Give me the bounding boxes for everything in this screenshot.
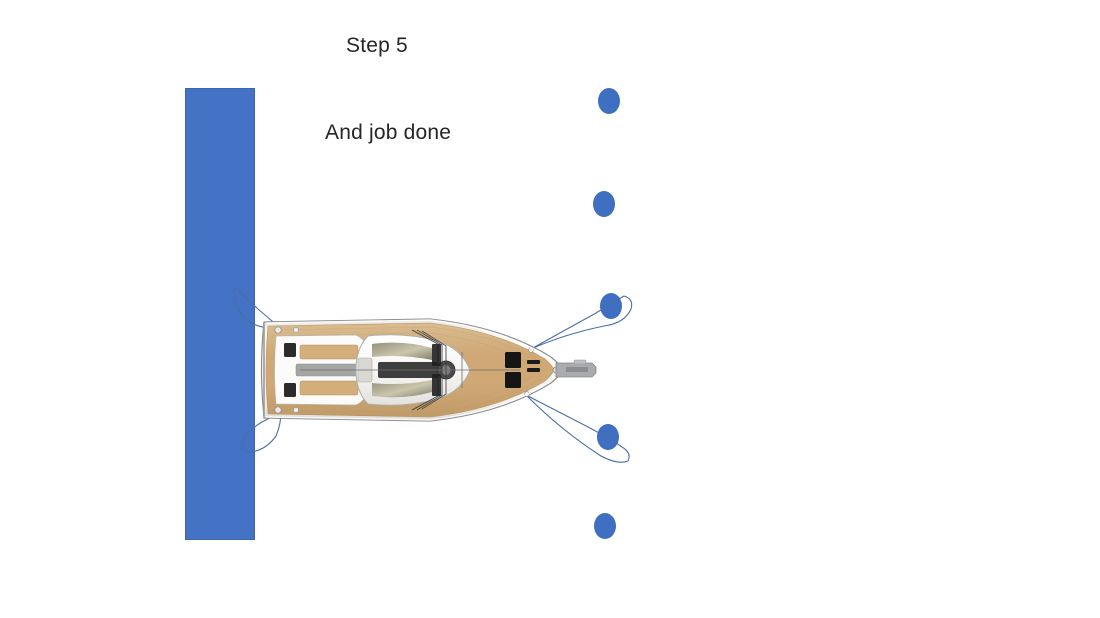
helm-pedestal-port [284,343,296,357]
bow-cleat-port [528,347,534,353]
stem-fitting [552,366,560,374]
cockpit-well [274,334,373,406]
toe-rail [265,319,551,359]
stern-fitting-starboard [293,407,299,413]
shroud-lines [300,352,520,388]
toe-rail-lower [265,381,551,421]
mooring-buoy-4 [597,424,619,450]
stern-fitting-port [293,327,299,333]
cabin-hatch-centre [378,362,438,378]
cockpit-bench-port [299,344,359,360]
teak-deck [265,322,555,418]
sailing-yacht [260,318,597,422]
mast-section [441,365,451,375]
boom-block-lower [432,374,441,396]
cockpit-bench-starboard [299,380,359,396]
cabin-window-starboard [372,380,432,398]
cockpit-table [295,363,367,377]
foredeck-hatch-port [505,352,521,368]
mooring-buoy-2 [593,191,615,217]
mooring-buoy-5 [594,513,616,539]
boom-block-upper [432,344,441,366]
page-title: Step 5 [346,34,408,57]
mooring-buoy-3 [600,293,622,319]
bowsprit [555,362,597,378]
helm-pedestal-starboard [284,383,296,397]
mooring-buoy-1 [598,88,620,114]
anchor-roller-slot [566,367,588,372]
deck-planking [271,326,542,414]
stern-cleat-port [274,326,282,334]
stern-cleat-starboard [274,406,282,414]
cabin-window-port [372,342,432,360]
companionway-hatch [357,357,373,383]
mooring-line-group [233,288,633,463]
coachroof [355,334,471,406]
mast-base [436,360,456,380]
foredeck-strip-lower [527,368,540,372]
quay-wall [185,88,255,540]
bow-cleat-starboard [524,391,530,397]
rigging-lines [411,329,447,411]
slide-caption: And job done [325,121,452,144]
hull-outline [260,318,563,422]
foredeck-strip-upper [527,360,540,364]
bowsprit-fitting [573,359,587,365]
foredeck-hatch-starboard [505,372,521,388]
